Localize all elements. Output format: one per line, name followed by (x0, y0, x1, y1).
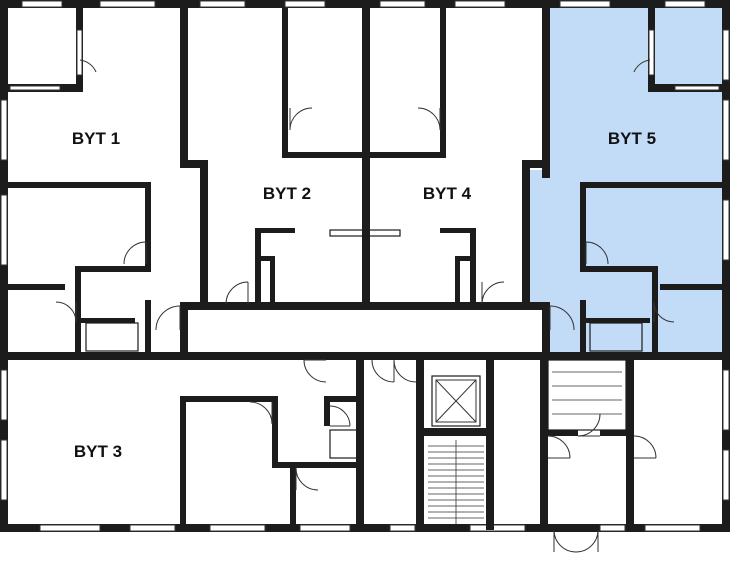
door-swing-icon (55, 59, 675, 553)
interior-walls (0, 8, 730, 530)
stair-icon (428, 371, 622, 524)
unit-label-byt2: BYT 2 (263, 184, 311, 203)
unit-label-byt5: BYT 5 (608, 129, 656, 148)
windows (0, 0, 730, 532)
elevator-icon (435, 379, 477, 423)
loggias (8, 8, 722, 92)
unit-label-byt3: BYT 3 (74, 442, 122, 461)
unit-label-byt1: BYT 1 (72, 129, 120, 148)
unit-label-byt4: BYT 4 (423, 184, 472, 203)
